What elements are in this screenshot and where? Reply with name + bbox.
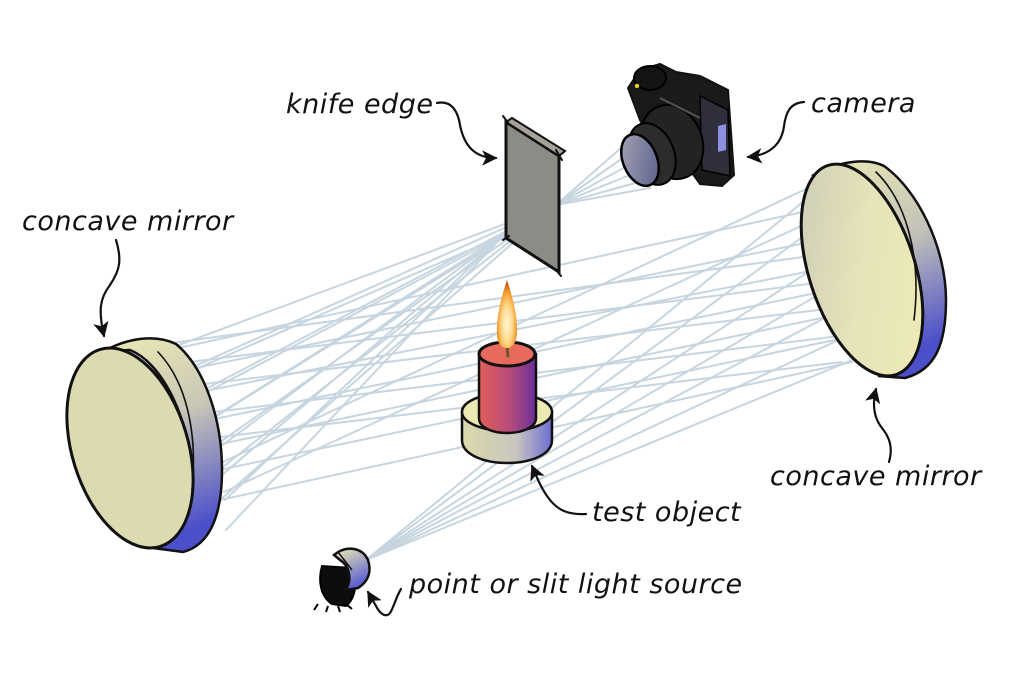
- mirror-right: [799, 160, 948, 380]
- arrow-mirror-left: [93, 238, 121, 338]
- ray-focus-b-2: [205, 234, 505, 423]
- knife-edge: [502, 115, 567, 277]
- light-source-divider: [337, 551, 353, 571]
- camera-indicator: [634, 83, 640, 89]
- ray-focus-4: [215, 204, 557, 446]
- camera: [620, 62, 736, 188]
- ray-source-2: [365, 247, 846, 561]
- ray-camera-5: [555, 187, 651, 206]
- label-knife-edge: knife edge: [286, 89, 433, 120]
- ray-focus-b-5: [224, 234, 505, 501]
- ray-source-3: [365, 274, 853, 561]
- ray-focus-b-3: [215, 234, 505, 451]
- ray-focus-b-0: [165, 234, 505, 383]
- light-source: [313, 547, 371, 613]
- ray-source-5: [365, 329, 861, 561]
- ray-collimated-b-0: [163, 253, 826, 345]
- knife-edge-ticks: [502, 115, 563, 277]
- camera-mode-dial: [633, 65, 667, 91]
- arrow-light-source: [366, 587, 403, 617]
- label-test-object: test object: [592, 497, 742, 528]
- rays-source-to-right-mirror: [365, 182, 863, 561]
- ray-focus-b-6: [225, 234, 505, 531]
- camera-top-detail: [659, 97, 701, 119]
- ray-focus-1: [185, 204, 557, 371]
- knife-edge-top: [504, 116, 567, 158]
- labels: knife edge camera concave mirror concave…: [22, 88, 983, 600]
- arrow-mirror-right: [865, 387, 892, 464]
- mirror-left-face: [65, 346, 195, 550]
- camera-lens-glass: [620, 132, 660, 188]
- test-object-candle: [460, 280, 554, 465]
- mirror-left-inner-edge: [157, 351, 195, 491]
- label-mirror-right: concave mirror: [770, 461, 983, 492]
- ray-focus-b-1: [191, 234, 505, 401]
- ray-focus-2: [199, 204, 557, 393]
- label-mirror-left: concave mirror: [22, 206, 235, 237]
- ray-camera-0: [555, 139, 631, 206]
- mirror-left: [65, 337, 224, 554]
- arrow-camera: [746, 100, 806, 164]
- label-arrows: [93, 100, 892, 617]
- ray-source-1: [365, 214, 833, 561]
- rays-left-mirror-to-knife-edge: [159, 204, 557, 531]
- ray-focus-5: [218, 204, 557, 471]
- ray-source-6: [365, 355, 863, 561]
- camera-side-accent: [718, 124, 726, 152]
- label-camera: camera: [811, 88, 916, 119]
- arrow-knife-edge: [435, 101, 498, 166]
- mirror-right-face: [799, 162, 925, 378]
- ray-focus-b-4: [221, 234, 505, 476]
- mirror-right-inner-edge: [875, 171, 917, 321]
- ray-camera-3: [555, 169, 643, 206]
- arrow-test-object: [530, 464, 588, 516]
- ray-focus-0: [159, 204, 557, 353]
- candle-body: [477, 352, 538, 435]
- ray-collimated-0: [159, 209, 813, 353]
- candle-flame: [496, 280, 518, 348]
- ray-source-0: [365, 182, 827, 561]
- ray-camera-4: [555, 179, 647, 206]
- label-light-source: point or slit light source: [408, 569, 743, 600]
- light-source-feet: [313, 603, 353, 613]
